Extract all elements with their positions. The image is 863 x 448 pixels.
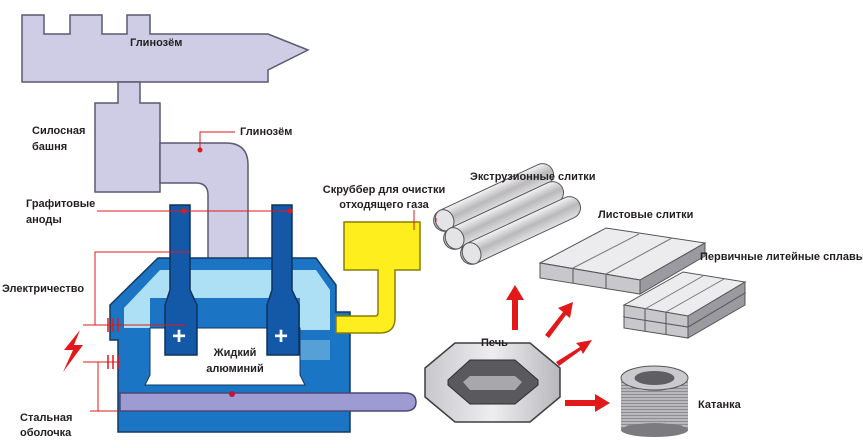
lightning-bolt-icon <box>63 330 83 372</box>
label-sheet-ingots: Листовые слитки <box>598 209 694 221</box>
label-shell-line1: Стальная <box>20 412 73 424</box>
label-furnace: Печь <box>481 337 508 349</box>
label-shell-line2: оболочка <box>20 427 72 439</box>
wire-rod-coil <box>620 365 689 437</box>
anode-plus-right: + <box>274 323 289 350</box>
label-liquid-line2: алюминий <box>206 363 264 375</box>
label-alumina-pipe: Глинозём <box>240 126 293 138</box>
anode-plus-left: + <box>172 323 187 350</box>
label-silo-line1: Силосная <box>32 125 86 137</box>
electric-connectors <box>107 318 119 369</box>
label-anodes-line1: Графитовые <box>26 198 96 210</box>
label-scrubber-line1: Скруббер для очистки <box>322 184 446 196</box>
gas-scrubber <box>335 221 421 334</box>
label-scrubber-line2: отходящего газа <box>339 199 429 211</box>
label-silo-line2: башня <box>32 141 68 153</box>
graphite-anodes <box>164 204 300 356</box>
output-arrows <box>506 285 610 412</box>
foundry-alloy-ingots <box>622 271 747 339</box>
label-electricity: Электричество <box>2 283 85 295</box>
tapping-pipe <box>119 391 417 412</box>
label-extrusion-ingots: Экструзионные слитки <box>470 171 596 183</box>
label-alumina-top: Глинозём <box>130 37 183 49</box>
label-wire-rod: Катанка <box>698 399 741 411</box>
extrusion-ingots <box>433 163 581 265</box>
label-primary-alloys: Первичные литейные сплавы <box>700 251 863 263</box>
furnace <box>424 342 561 423</box>
sheet-ingots <box>538 227 707 295</box>
label-liquid-line1: Жидкий <box>213 347 257 359</box>
label-anodes-line2: аноды <box>26 214 62 226</box>
